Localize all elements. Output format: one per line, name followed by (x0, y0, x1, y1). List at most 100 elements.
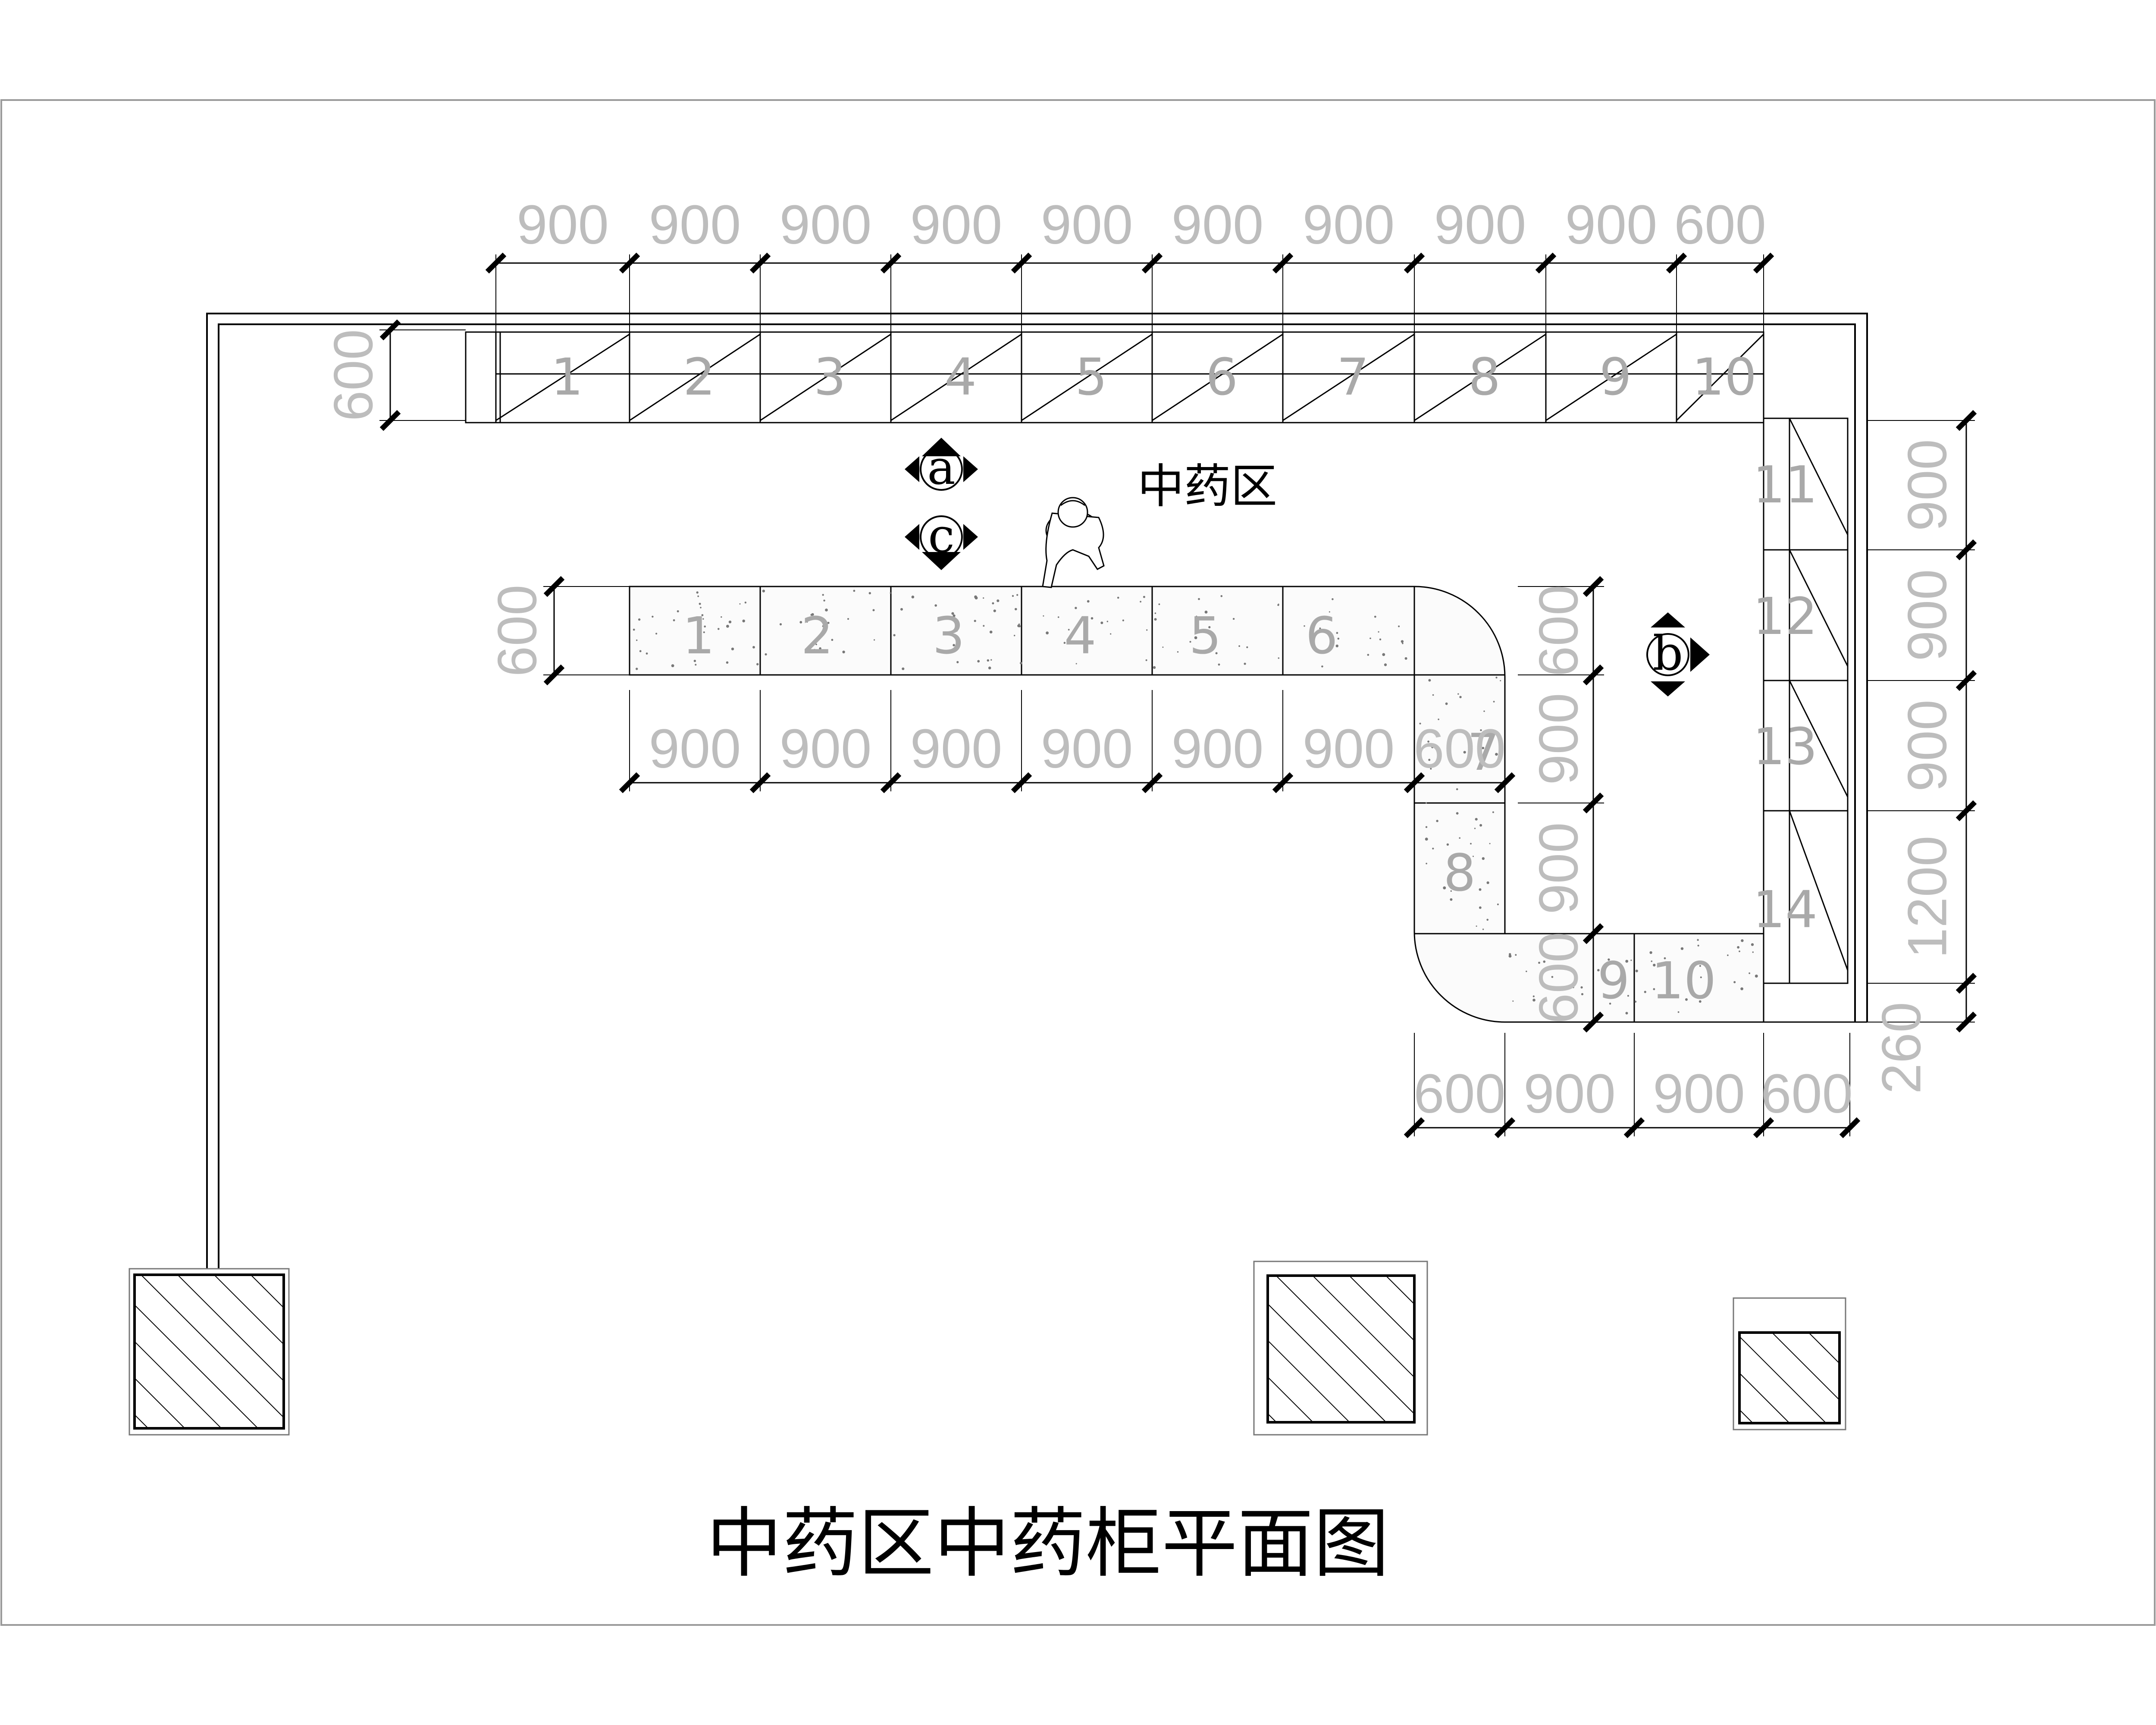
texture-speck (1018, 625, 1021, 627)
texture-speck (1020, 662, 1022, 665)
texture-speck (636, 668, 638, 670)
cabinet-number: 12 (1753, 586, 1818, 646)
view-marker-label: b (1653, 626, 1683, 681)
cabinet-number: 6 (1206, 347, 1238, 407)
texture-speck (1398, 625, 1400, 627)
texture-speck (1653, 963, 1656, 967)
texture-speck (954, 620, 957, 623)
texture-speck (1117, 596, 1119, 599)
texture-speck (842, 650, 845, 654)
dimension-tick (1753, 252, 1774, 274)
island-number: 8 (1443, 843, 1476, 903)
texture-speck (983, 625, 985, 627)
texture-speck (1651, 960, 1653, 962)
texture-speck (1091, 617, 1094, 620)
dimension-tick (1583, 792, 1604, 814)
texture-speck (1432, 847, 1434, 850)
texture-speck (1428, 679, 1431, 682)
texture-speck (1541, 1002, 1544, 1004)
cabinet-number: 3 (814, 347, 846, 407)
texture-speck (823, 599, 825, 602)
texture-speck (934, 604, 937, 607)
texture-speck (1153, 666, 1156, 669)
texture-speck (1427, 740, 1430, 743)
texture-speck (1597, 969, 1600, 972)
dimension-tick (1272, 772, 1294, 794)
texture-speck (1401, 640, 1404, 643)
texture-speck (1122, 619, 1124, 621)
texture-speck (726, 624, 729, 628)
texture-speck (1608, 958, 1610, 961)
texture-speck (1653, 988, 1655, 991)
texture-speck (1539, 946, 1541, 948)
texture-speck (1140, 601, 1142, 603)
texture-speck (1508, 954, 1512, 958)
texture-speck (703, 631, 705, 634)
texture-speck (827, 621, 830, 624)
island-number: 6 (1305, 606, 1338, 665)
texture-speck (1727, 954, 1729, 956)
texture-speck (1215, 652, 1218, 655)
texture-speck (1497, 903, 1499, 906)
texture-speck (1500, 680, 1501, 681)
texture-speck (726, 661, 729, 664)
texture-speck (1332, 598, 1334, 600)
texture-speck (1057, 616, 1059, 618)
texture-speck (633, 628, 635, 631)
texture-speck (806, 621, 808, 623)
texture-speck (1428, 759, 1431, 761)
dimension-label: 900 (1897, 699, 1959, 792)
texture-speck (951, 612, 954, 615)
texture-speck (1512, 1000, 1514, 1002)
island-number: 5 (1189, 606, 1221, 665)
texture-speck (1063, 642, 1066, 644)
texture-speck (1329, 611, 1330, 613)
texture-speck (1498, 743, 1500, 745)
drawing-frame (0, 99, 2156, 1626)
dimension-tick (1494, 1117, 1516, 1138)
drawing-title: 中药区中药柜平面图 (706, 1499, 1389, 1588)
texture-speck (1456, 788, 1458, 790)
dimension-tick (1404, 252, 1425, 274)
texture-speck (1419, 722, 1421, 724)
texture-speck (911, 596, 915, 599)
dimension-tick (880, 252, 902, 274)
texture-speck (1483, 763, 1485, 765)
texture-speck (1143, 596, 1145, 598)
texture-speck (646, 652, 648, 655)
texture-speck (987, 659, 989, 662)
texture-speck (671, 664, 674, 668)
texture-speck (1741, 939, 1744, 942)
island-counter (629, 586, 1764, 1023)
texture-speck (1457, 693, 1459, 695)
dimension-label: 1200 (1897, 836, 1959, 959)
texture-speck (779, 623, 782, 626)
texture-speck (742, 619, 745, 623)
texture-speck (1515, 954, 1517, 956)
texture-speck (1278, 657, 1280, 659)
texture-speck (1425, 826, 1428, 828)
texture-speck (902, 667, 905, 670)
texture-speck (1470, 843, 1472, 845)
texture-speck (988, 666, 991, 670)
dimension-tick (1583, 1011, 1604, 1033)
texture-speck (1367, 654, 1369, 656)
dimension-label: 900 (1897, 569, 1959, 662)
texture-speck (1625, 1012, 1628, 1015)
texture-speck (1473, 856, 1474, 857)
dimension-tick (1583, 923, 1604, 944)
dimension-label: 600 (1674, 194, 1766, 256)
texture-speck (1737, 946, 1740, 949)
cabinet-number: 13 (1753, 717, 1818, 776)
texture-speck (1480, 729, 1482, 731)
dimension-label: 900 (1303, 718, 1395, 780)
dimension-label: 900 (1653, 1063, 1745, 1125)
dimension-tick (1583, 576, 1604, 597)
dimension-tick (1494, 772, 1516, 794)
island-number: 7 (1467, 722, 1499, 782)
texture-speck (756, 663, 759, 665)
